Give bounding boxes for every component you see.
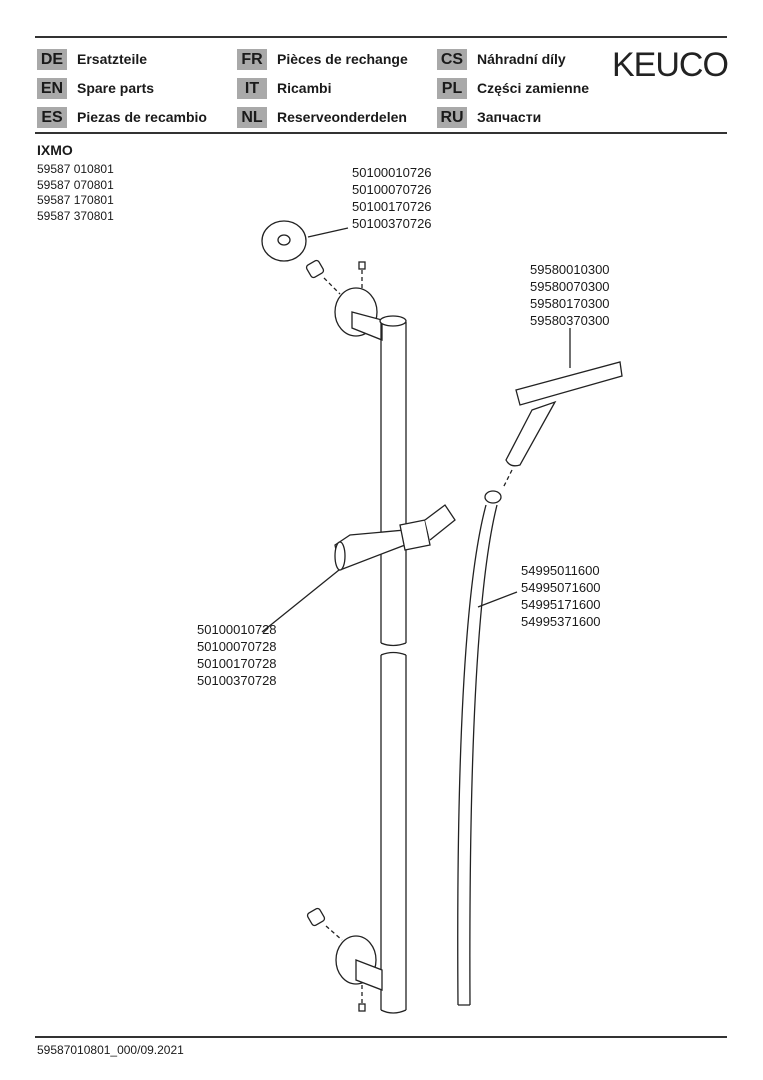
- part-number: 50100370726: [352, 216, 432, 231]
- lang-label: Piezas de recambio: [77, 109, 207, 125]
- article-number: 59587 010801: [37, 162, 114, 176]
- lang-de: DE Ersatzteile: [37, 48, 147, 70]
- lang-label: Reserveonderdelen: [277, 109, 407, 125]
- part-number: 59580370300: [530, 313, 610, 328]
- part-number: 50100070728: [197, 639, 277, 654]
- lang-pl: PL Części zamienne: [437, 77, 589, 99]
- lang-label: Запчасти: [477, 109, 542, 125]
- lang-cs: CS Náhradní díly: [437, 48, 566, 70]
- part-number: 50100010728: [197, 622, 277, 637]
- part-number: 50100010726: [352, 165, 432, 180]
- wall-bracket-part-numbers: 50100010726 50100070726 50100170726 5010…: [352, 164, 432, 232]
- article-number: 59587 370801: [37, 208, 114, 223]
- slider-part-numbers: 50100010728 50100070728 50100170728 5010…: [197, 621, 277, 689]
- lang-code: PL: [437, 77, 467, 99]
- lang-code: ES: [37, 106, 67, 128]
- hand-shower-part-numbers: 59580010300 59580070300 59580170300 5958…: [530, 261, 610, 329]
- lang-ru: RU Запчасти: [437, 106, 541, 128]
- product-name: IXMO: [37, 142, 73, 158]
- lang-code: EN: [37, 77, 67, 99]
- lang-es: ES Piezas de recambio: [37, 106, 207, 128]
- keuco-logo: KEUCO: [612, 46, 729, 84]
- document-id: 59587010801_000/09.2021: [37, 1043, 184, 1057]
- part-number: 54995071600: [521, 580, 601, 595]
- part-number: 50100370728: [197, 673, 277, 688]
- lang-code: NL: [237, 106, 267, 128]
- lang-code: RU: [437, 106, 467, 128]
- footer-rule: [35, 1036, 727, 1038]
- lang-nl: NL Reserveonderdelen: [237, 106, 407, 128]
- part-number: 50100070726: [352, 182, 432, 197]
- lang-label: Ersatzteile: [77, 51, 148, 67]
- lang-label: Części zamienne: [477, 80, 590, 96]
- part-number: 54995011600: [521, 563, 600, 578]
- part-number: 59580170300: [530, 296, 610, 311]
- lang-code: FR: [237, 48, 267, 70]
- shower-hose-part-numbers: 54995011600 54995071600 54995171600 5499…: [521, 562, 601, 630]
- article-numbers: 59587 010801 59587 070801 59587 170801 5…: [37, 162, 114, 224]
- lang-label: Ricambi: [277, 80, 332, 96]
- lang-code: DE: [37, 48, 67, 70]
- part-number: 59580070300: [530, 279, 610, 294]
- lang-label: Pièces de rechange: [277, 51, 408, 67]
- article-number: 59587 170801: [37, 193, 114, 207]
- lang-code: IT: [237, 77, 267, 99]
- article-number: 59587 070801: [37, 177, 114, 192]
- lang-fr: FR Pièces de rechange: [237, 48, 408, 70]
- part-number: 50100170728: [197, 656, 277, 671]
- part-number: 59580010300: [530, 262, 610, 277]
- part-number: 54995371600: [521, 614, 601, 629]
- lang-code: CS: [437, 48, 467, 70]
- header-rule: [35, 132, 727, 134]
- lang-it: IT Ricambi: [237, 77, 331, 99]
- lang-label: Spare parts: [77, 80, 155, 96]
- top-rule: [35, 36, 727, 38]
- part-number: 54995171600: [521, 597, 601, 612]
- part-number: 50100170726: [352, 199, 432, 214]
- lang-en: EN Spare parts: [37, 77, 154, 99]
- lang-label: Náhradní díly: [477, 51, 566, 67]
